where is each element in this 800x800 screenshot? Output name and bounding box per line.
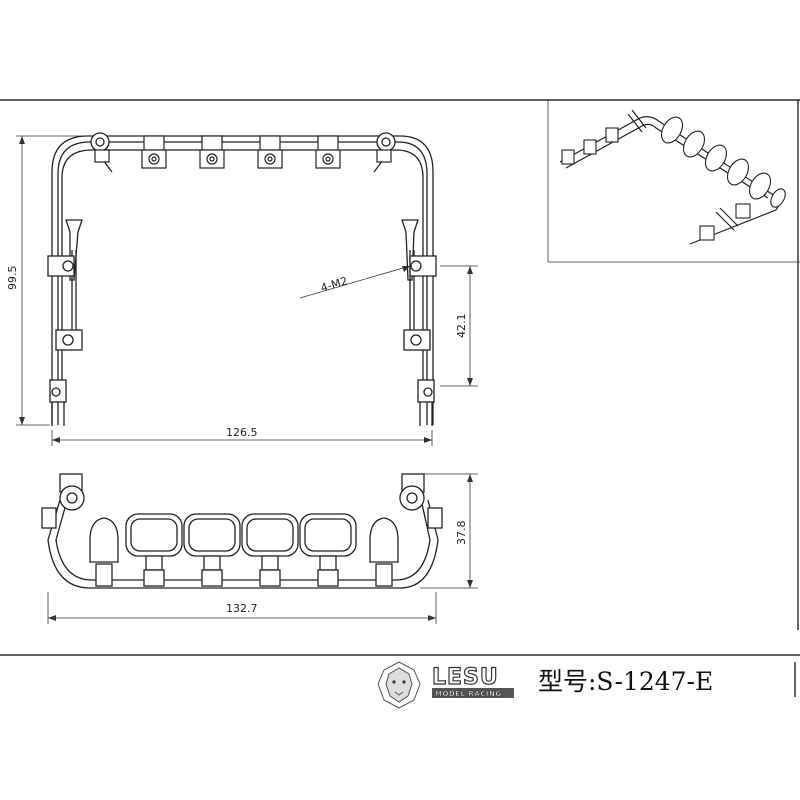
front-view — [47, 132, 437, 426]
brand-logo: LESU — [432, 665, 499, 690]
dim-depth-top: 37.8 — [455, 521, 468, 546]
dim-width-top: 132.7 — [226, 602, 258, 615]
sheet-frame — [0, 99, 800, 697]
top-dimension-arrows — [48, 474, 473, 621]
front-dimensions — [16, 135, 478, 446]
dim-height-front: 99.5 — [6, 266, 19, 291]
front-dimension-arrows — [19, 136, 473, 443]
top-dimensions — [47, 473, 478, 624]
dim-bracket-spacing: 42.1 — [455, 314, 468, 339]
brand-subtitle: MODEL RACING — [435, 690, 502, 698]
lion-logo — [377, 661, 421, 709]
model-number: 型号:S-1247-E — [538, 667, 713, 696]
dim-width-front: 126.5 — [226, 426, 258, 439]
light-brackets-front — [94, 135, 392, 169]
top-view — [41, 473, 443, 589]
brand-sub-band — [432, 688, 514, 698]
isometric-inset — [547, 100, 800, 263]
thread-callout: 4-M2 — [319, 274, 349, 294]
spot-lights-top — [125, 513, 357, 587]
